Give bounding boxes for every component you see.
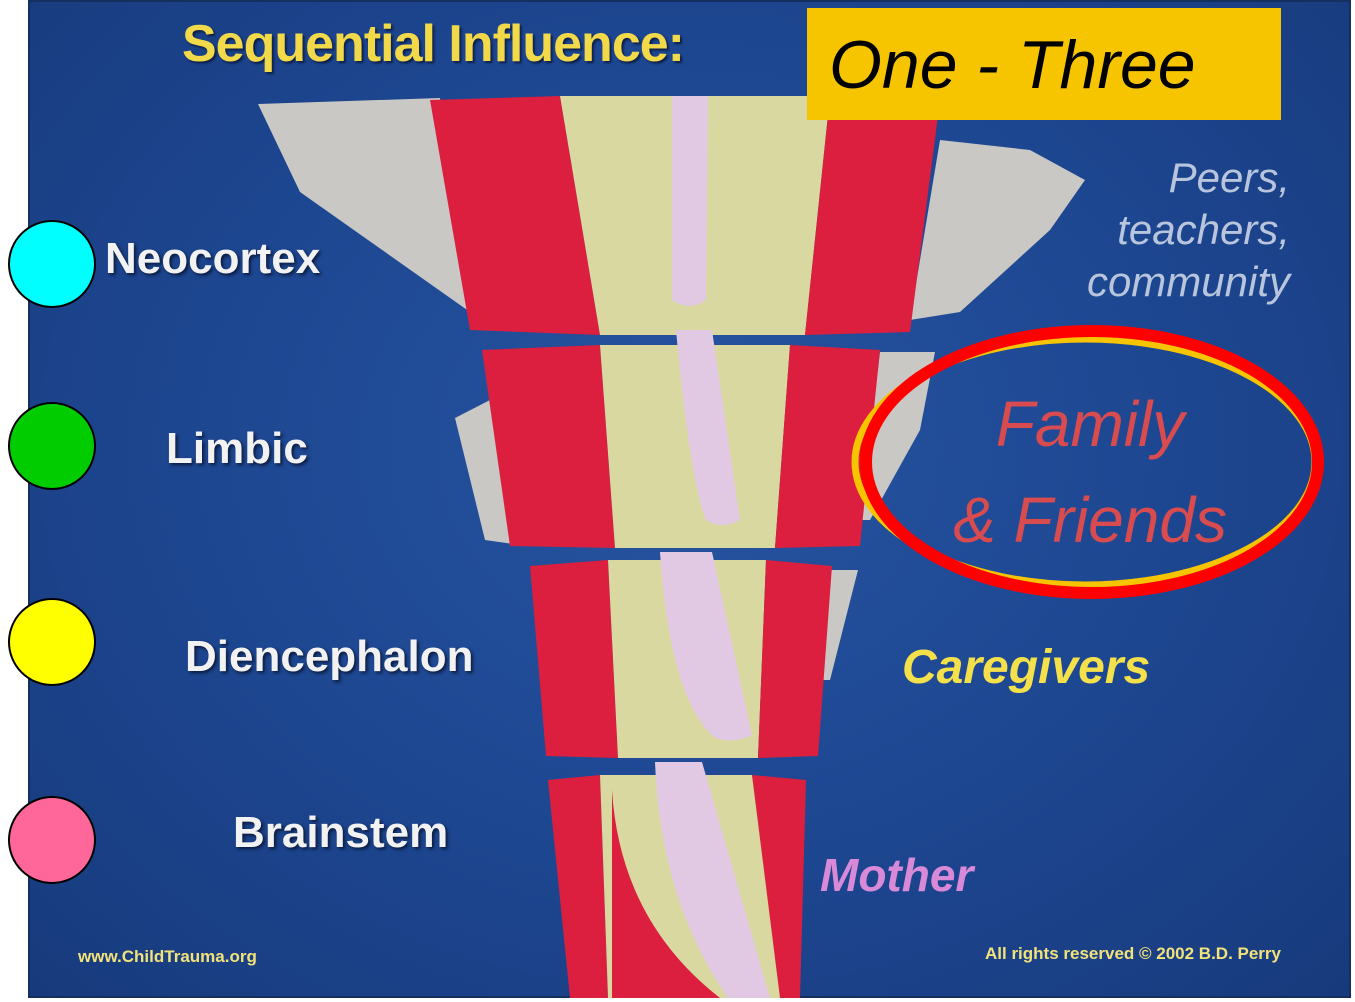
label-limbic: Limbic: [166, 424, 308, 474]
influence-line: Peers,: [1040, 152, 1290, 204]
diencephalon-layer: [530, 552, 858, 758]
circle-marker-icon: [8, 598, 96, 686]
influence-neocortex: Peers, teachers, community: [1040, 152, 1290, 308]
footer-copyright: All rights reserved © 2002 B.D. Perry: [985, 944, 1281, 964]
label-brainstem: Brainstem: [233, 808, 448, 858]
footer-website: www.ChildTrauma.org: [78, 947, 257, 967]
influence-brainstem: Mother: [820, 848, 973, 902]
brainstem-layer: [548, 762, 806, 998]
circle-marker-icon: [8, 402, 96, 490]
label-neocortex: Neocortex: [105, 234, 320, 284]
influence-line: Family: [905, 376, 1275, 472]
neocortex-layer: [258, 96, 1085, 335]
title-highlight-text: One - Three: [829, 26, 1196, 104]
influence-diencephalon: Caregivers: [902, 640, 1150, 695]
diagram-title: Sequential Influence:: [182, 14, 684, 74]
influence-line: teachers,: [1040, 204, 1290, 256]
label-diencephalon: Diencephalon: [185, 632, 474, 682]
circle-marker-icon: [8, 220, 96, 308]
influence-limbic: Family & Friends: [905, 376, 1275, 568]
influence-line: & Friends: [905, 472, 1275, 568]
circle-marker-icon: [8, 796, 96, 884]
influence-line: community: [1040, 256, 1290, 308]
title-highlight-box: One - Three: [807, 8, 1281, 120]
limbic-layer: [455, 330, 935, 548]
